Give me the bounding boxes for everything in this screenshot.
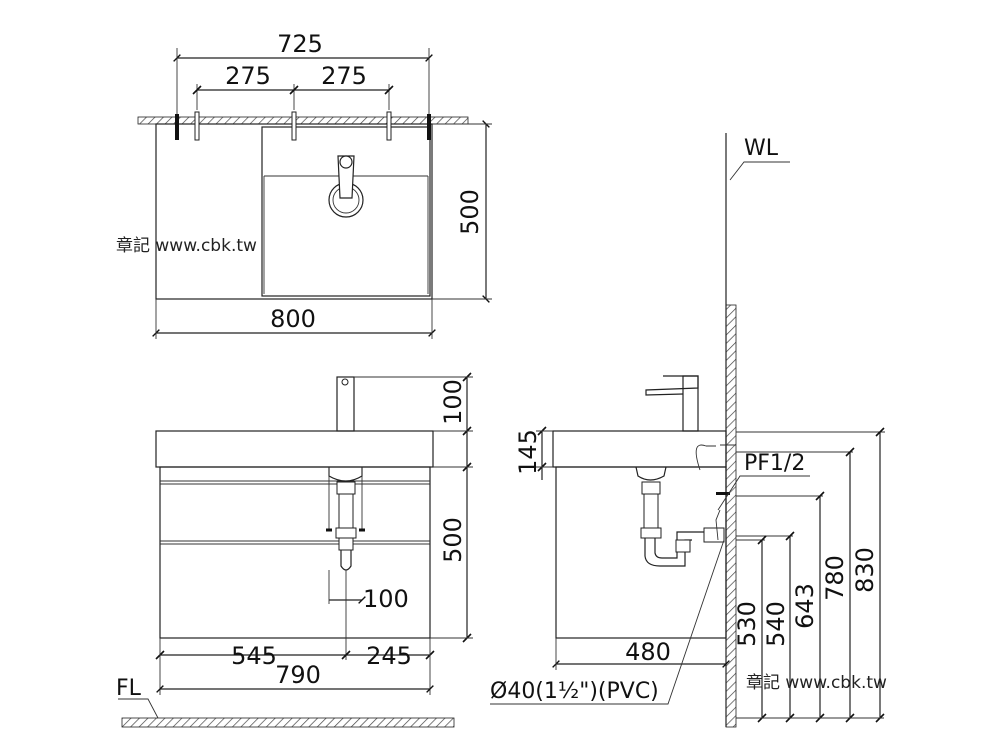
floor-label: FL <box>116 676 142 701</box>
cabinet-side <box>555 466 727 639</box>
cabinet-front <box>159 466 431 639</box>
wall-strip <box>137 116 469 125</box>
pipe-label: Ø40(1½")(PVC) <box>490 679 659 704</box>
counter-side <box>552 430 727 468</box>
top-view: 725 275 275 500 800 章記 www.cbk.tw <box>116 30 492 339</box>
dim-275-right: 275 <box>321 62 367 90</box>
dim-depth-480: 480 <box>625 638 671 666</box>
bolt-left <box>175 114 179 140</box>
dim-725: 725 <box>277 30 323 58</box>
dim-800: 800 <box>270 305 316 333</box>
watermark-side: 章記 www.cbk.tw <box>746 673 887 693</box>
bolt-right <box>427 114 431 140</box>
dim-basin-145: 145 <box>514 429 542 475</box>
faucet-side <box>682 375 699 432</box>
hanger-bolts <box>194 111 392 141</box>
side-view: WL PF1/2 145 480 Ø40(1½")(PVC) <box>490 133 887 728</box>
dim-275-left: 275 <box>225 62 271 90</box>
top-outline <box>155 123 433 300</box>
dim-cabinet-500: 500 <box>439 517 467 563</box>
dim-245: 245 <box>366 642 412 670</box>
floor-strip <box>121 717 455 728</box>
dim-faucet-100: 100 <box>439 379 467 425</box>
height-830: 830 <box>851 547 879 593</box>
height-540: 540 <box>762 601 790 647</box>
dim-545: 545 <box>231 642 277 670</box>
dim-500-top: 500 <box>456 189 484 235</box>
dim-drain-100: 100 <box>363 585 409 613</box>
basin-outline <box>261 126 431 297</box>
front-view: 100 100 500 545 245 790 FL <box>116 372 473 728</box>
height-780: 780 <box>821 555 849 601</box>
supply-label: PF1/2 <box>744 451 805 476</box>
wall-hatch <box>725 304 737 728</box>
watermark-top: 章記 www.cbk.tw <box>116 236 257 256</box>
counter-front <box>155 430 434 468</box>
wall-label: WL <box>744 136 779 161</box>
dim-790: 790 <box>275 661 321 689</box>
height-643: 643 <box>791 583 819 629</box>
height-530: 530 <box>733 601 761 647</box>
drain-bowl <box>328 467 363 482</box>
faucet-knob <box>339 155 353 169</box>
